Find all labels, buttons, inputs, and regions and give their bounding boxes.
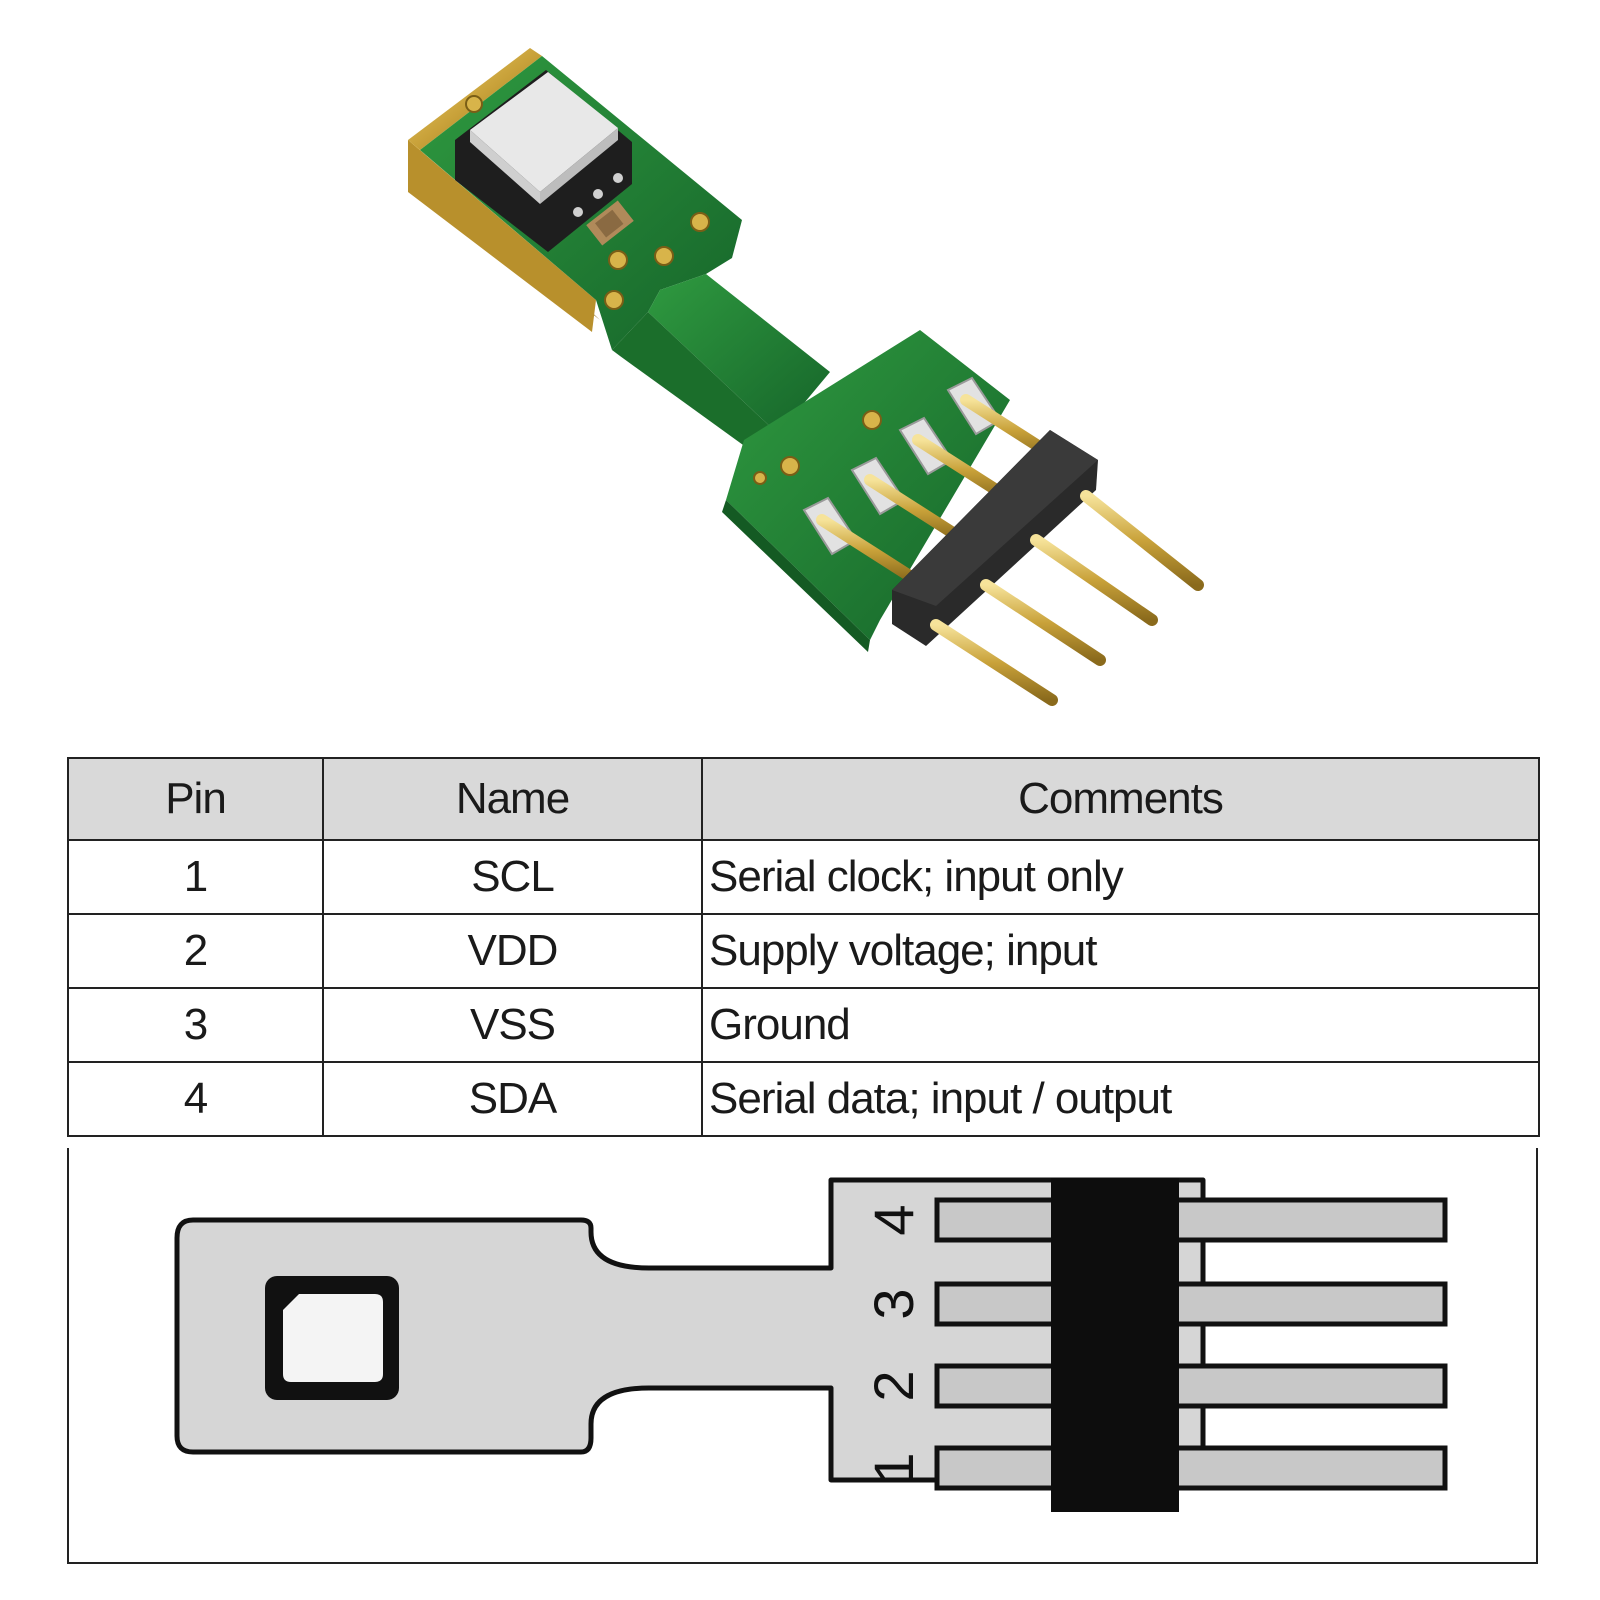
pin-header [816,394,1204,706]
pin-number: 4 [67,1061,324,1137]
vias [465,95,882,485]
sensor-chip [455,70,632,252]
header-pin: Pin [67,757,324,841]
pin-label: 4 [862,1204,925,1235]
header-name: Name [322,757,703,841]
pin-comment: Serial clock; input only [701,839,1540,915]
header-block [1051,1178,1179,1512]
smd-components [573,173,634,246]
table-row: 4 SDA Serial data; input / output [67,1061,1540,1137]
pin-number: 3 [67,987,324,1063]
pin-bars [934,1197,1448,1491]
table-row: 3 VSS Ground [67,987,1540,1063]
pin-name: VSS [322,987,703,1063]
pin-name: SCL [322,839,703,915]
pin-label: 1 [862,1452,925,1483]
pin-labels: 4 3 2 1 [862,1204,925,1483]
header-comments: Comments [701,757,1540,841]
pin-name: SDA [322,1061,703,1137]
table-header-row: Pin Name Comments [67,757,1540,841]
sensor-pad-inner [283,1294,383,1382]
table-row: 2 VDD Supply voltage; input [67,913,1540,989]
pin-name: VDD [322,913,703,989]
sensor-photo [408,48,1204,706]
pin-number: 1 [67,839,324,915]
pin-table: Pin Name Comments 1 SCL Serial clock; in… [67,757,1540,1137]
pin-label: 2 [862,1370,925,1401]
pin-number: 2 [67,913,324,989]
pin-label: 3 [862,1288,925,1319]
outline-drawing: 4 3 2 1 [174,1177,1448,1512]
outline-drawing-panel: 4 3 2 1 [67,1148,1538,1564]
pin-comment: Supply voltage; input [701,913,1540,989]
pin-comment: Serial data; input / output [701,1061,1540,1137]
pin-comment: Ground [701,987,1540,1063]
table-row: 1 SCL Serial clock; input only [67,839,1540,915]
